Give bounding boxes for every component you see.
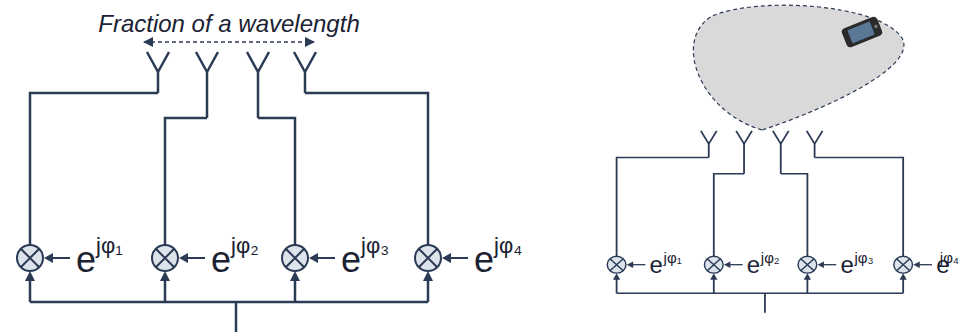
array-right [607,131,932,313]
phase-exponent: jφ₃ [854,250,873,265]
phase-base: e [341,242,361,278]
beam-lobe [693,5,904,130]
phase-base: e [474,242,494,278]
phase-base: e [650,253,663,277]
phase-exponent: jφ₂ [231,235,259,257]
phase-exponent: jφ₂ [761,250,780,265]
phase-base: e [76,242,96,278]
spacing-arrow [144,41,314,43]
spacing-label: Fraction of a wavelength [98,12,359,36]
phone-icon [841,16,884,49]
phase-base: e [211,242,231,278]
phase-exponent: jφ₁ [96,235,123,257]
phase-base: e [840,253,853,277]
phase-exponent: jφ₃ [361,235,389,257]
phase-exponent: jφ₄ [940,250,959,265]
array-left [17,52,468,332]
phase-exponent: jφ₁ [664,250,682,265]
phase-base: e [747,253,760,277]
phase-exponent: jφ₄ [494,235,522,257]
